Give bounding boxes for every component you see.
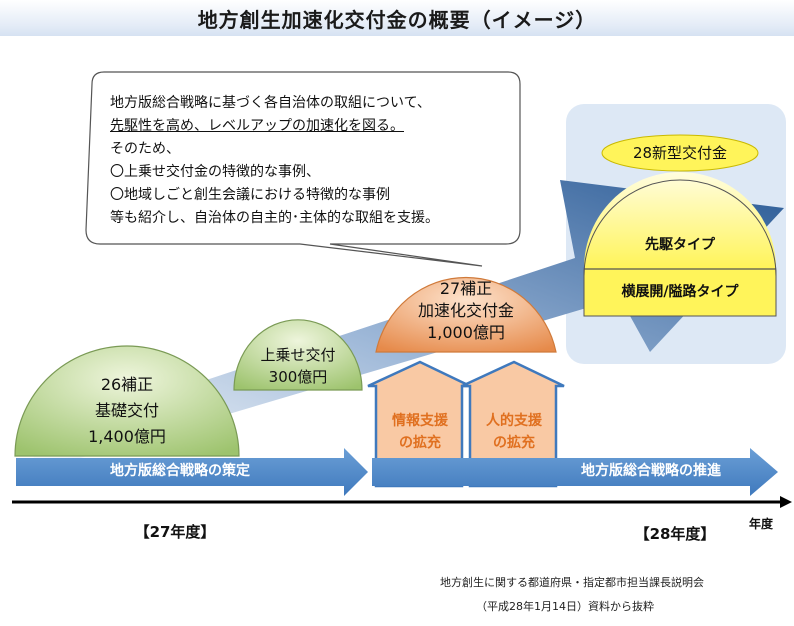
source-line-1: 地方創生に関する都道府県・指定都市担当課長説明会 [440,576,704,589]
support-human-line: の拡充 [493,435,535,451]
dome-uwanose-line: 上乗せ交付 [260,346,336,364]
axis-label: 年度 [748,517,773,531]
dome-26 [14,345,240,457]
dome-26-line: 26補正 [100,375,154,394]
page-title: 地方創生加速化交付金の概要（イメージ） [197,8,597,32]
arrow-left-label: 地方版総合戦略の策定 [110,463,250,479]
dome-26-label: 26補正 基礎交付 1,400億円 [40,372,214,450]
dome-26-line: 1,400億円 [88,427,166,446]
callout-line: 〇地域しごと創生会議における特徴的な事例 [110,187,390,203]
dome-27-line: 1,000億円 [427,323,505,342]
source-line-2: （平成28年1月14日）資料から抜粋 [476,600,654,613]
dome-27-label: 27補正 加速化交付金 1,000億円 [386,278,546,344]
callout-line: 地方版総合戦略に基づく各自治体の取組について、 [110,95,431,111]
type-pioneer: 先駆タイプ [645,237,715,253]
support-human-label: 人的支援 の拡充 [474,410,554,454]
arrow-left [16,448,368,496]
new-grant-label: 28新型交付金 [632,144,728,162]
arrow-right [372,448,778,496]
year-27: 【27年度】 [134,523,216,541]
callout-text: 地方版総合戦略に基づく各自治体の取組について、 先駆性を高め、レベルアップの加速… [110,92,530,230]
callout-bubble [85,71,521,267]
support-info-line: 情報支援 [392,413,448,429]
support-human-line: 人的支援 [486,413,542,429]
dome-27-line: 27補正 [439,279,493,298]
dome-27 [375,276,557,353]
dome-26-line: 基礎交付 [94,401,159,420]
new-grant-badge [601,134,759,172]
dome-uwanose [233,319,363,391]
callout-line: 〇上乗せ交付金の特徴的な事例、 [110,164,320,180]
dome-27-line: 加速化交付金 [417,301,514,320]
title-bar [0,0,794,36]
year-28: 【28年度】 [634,525,716,543]
support-info-line: の拡充 [399,435,441,451]
callout-line: 等も紹介し、自治体の自主的･主体的な取組を支援。 [110,210,439,226]
support-info-label: 情報支援 の拡充 [380,410,460,454]
callout-line: 先駆性を高め、レベルアップの加速化を図る。 [110,118,404,134]
dome-uwanose-label: 上乗せ交付 300億円 [236,344,360,388]
callout-line: そのため、 [110,141,180,157]
type-horizontal: 横展開/隘路タイプ [621,284,739,300]
arrow-right-label: 地方版総合戦略の推進 [581,463,721,479]
dome-uwanose-line: 300億円 [268,368,328,386]
